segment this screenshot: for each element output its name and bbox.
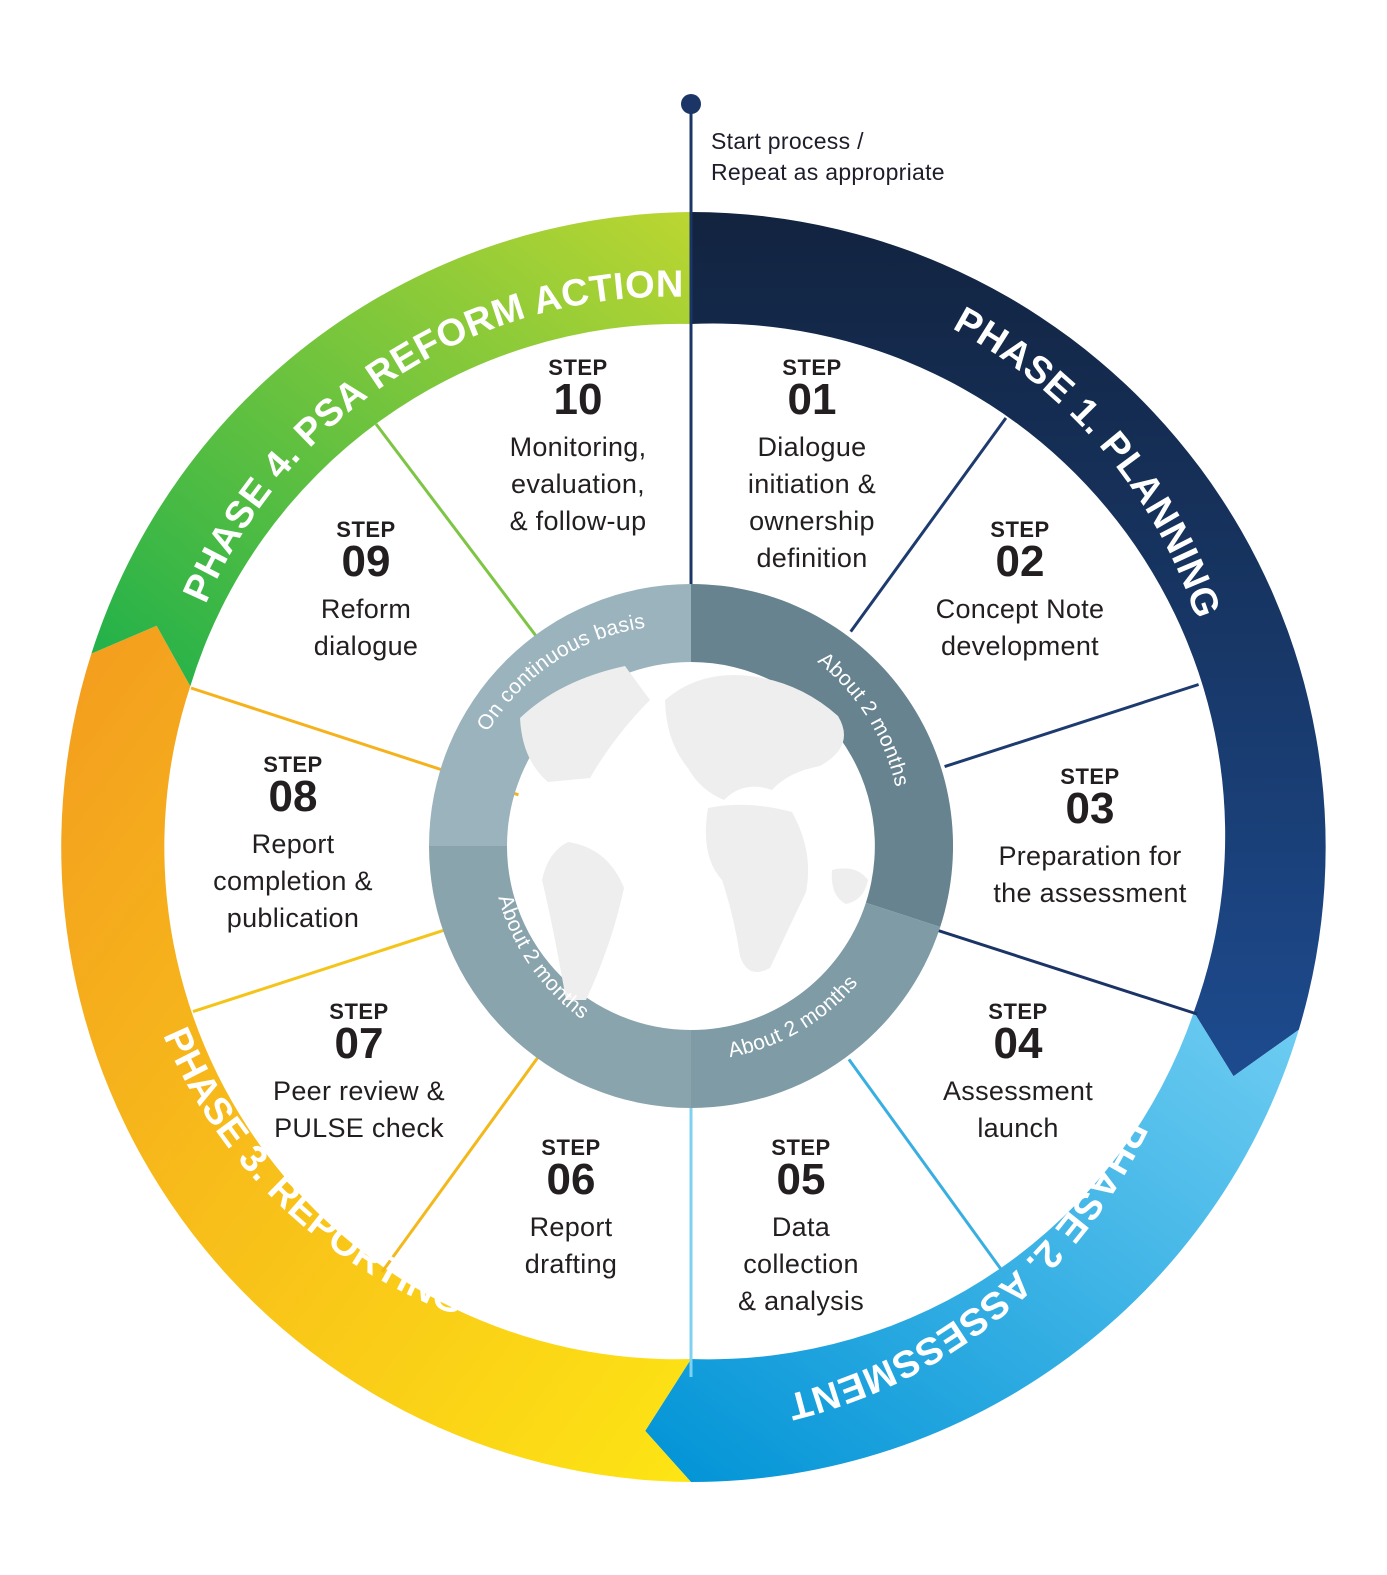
step-07: STEP 07 Peer review & PULSE check — [229, 1001, 489, 1147]
step-10-word: STEP — [548, 355, 608, 380]
step-06-word: STEP — [541, 1135, 601, 1160]
step-02-line-2: development — [941, 631, 1099, 661]
start-note-line-2: Repeat as appropriate — [711, 159, 945, 185]
step-02-line-1: Concept Note — [935, 594, 1105, 624]
step-01-line-2: initiation & — [747, 469, 877, 499]
step-01-number: 01 — [787, 375, 837, 424]
step-06-line-1: Report — [529, 1212, 613, 1242]
step-05-line-2: collection — [743, 1249, 859, 1279]
start-dot-icon — [681, 94, 701, 114]
step-07-word: STEP — [329, 999, 389, 1024]
step-05-word: STEP — [771, 1135, 831, 1160]
step-01-line-1: Dialogue — [757, 432, 867, 462]
duration-segment-1 — [691, 583, 954, 927]
step-02-number: 02 — [995, 537, 1045, 586]
step-06-line-2: drafting — [524, 1249, 618, 1279]
step-03-line-2: the assessment — [993, 878, 1187, 908]
divider-line — [944, 683, 1200, 769]
duration-segment-2 — [691, 902, 941, 1108]
step-08-number: 08 — [268, 772, 318, 821]
step-07-number: 07 — [334, 1019, 384, 1068]
phase-3-segment — [61, 625, 692, 1482]
step-04: STEP 04 Assessment launch — [888, 1001, 1148, 1147]
step-10-number: 10 — [553, 375, 603, 424]
phase-4-segment — [91, 212, 691, 687]
step-03-line-1: Preparation for — [998, 841, 1182, 871]
phase-ring — [61, 212, 1326, 1482]
divider-line — [847, 1058, 1008, 1277]
step-03: STEP 03 Preparation for the assessment — [960, 766, 1220, 912]
step-05-number: 05 — [776, 1155, 826, 1204]
step-09-line-2: dialogue — [313, 631, 419, 661]
step-01-word: STEP — [782, 355, 842, 380]
step-05-line-3: & analysis — [737, 1286, 865, 1316]
step-04-number: 04 — [993, 1019, 1043, 1068]
step-09: STEP 09 Reform dialogue — [236, 519, 496, 665]
step-08-line-3: publication — [226, 903, 360, 933]
step-05-line-1: Data — [771, 1212, 831, 1242]
step-10-line-1: Monitoring, — [509, 432, 647, 462]
divider-line — [192, 927, 449, 1014]
step-10-line-3: & follow-up — [509, 506, 647, 536]
duration-segment-3 — [429, 846, 691, 1108]
step-10-line-2: evaluation, — [511, 469, 645, 499]
step-06-number: 06 — [546, 1155, 596, 1204]
step-10: STEP 10 Monitoring, evaluation, & follow… — [448, 357, 708, 540]
phase-1-segment — [691, 212, 1326, 1077]
start-note: Start process / Repeat as appropriate — [711, 126, 945, 188]
step-08-line-1: Report — [251, 829, 335, 859]
divider-line — [849, 417, 1008, 633]
divider-line — [380, 1052, 543, 1273]
divider-line — [374, 423, 539, 639]
step-01: STEP 01 Dialogue initiation & ownership … — [682, 357, 942, 577]
step-04-line-2: launch — [977, 1113, 1059, 1143]
globe-icon — [511, 666, 871, 1026]
step-07-line-2: PULSE check — [274, 1113, 444, 1143]
step-08-word: STEP — [263, 752, 323, 777]
step-02-word: STEP — [990, 517, 1050, 542]
step-01-line-3: ownership — [749, 506, 875, 536]
step-04-word: STEP — [988, 999, 1048, 1024]
step-07-line-1: Peer review & — [273, 1076, 445, 1106]
step-09-number: 09 — [341, 537, 391, 586]
phase-2-segment — [645, 1012, 1299, 1482]
step-06: STEP 06 Report drafting — [441, 1137, 701, 1283]
step-05: STEP 05 Data collection & analysis — [671, 1137, 931, 1320]
step-03-number: 03 — [1065, 784, 1115, 833]
step-08-line-2: completion & — [213, 866, 373, 896]
step-03-word: STEP — [1060, 764, 1120, 789]
step-09-line-1: Reform — [320, 594, 412, 624]
step-02: STEP 02 Concept Note development — [890, 519, 1150, 665]
step-09-word: STEP — [336, 517, 396, 542]
step-08: STEP 08 Report completion & publication — [163, 754, 423, 937]
step-04-line-1: Assessment — [942, 1076, 1094, 1106]
duration-ring — [429, 583, 954, 1108]
start-note-line-1: Start process / — [711, 128, 864, 154]
step-01-line-4: definition — [756, 543, 868, 573]
